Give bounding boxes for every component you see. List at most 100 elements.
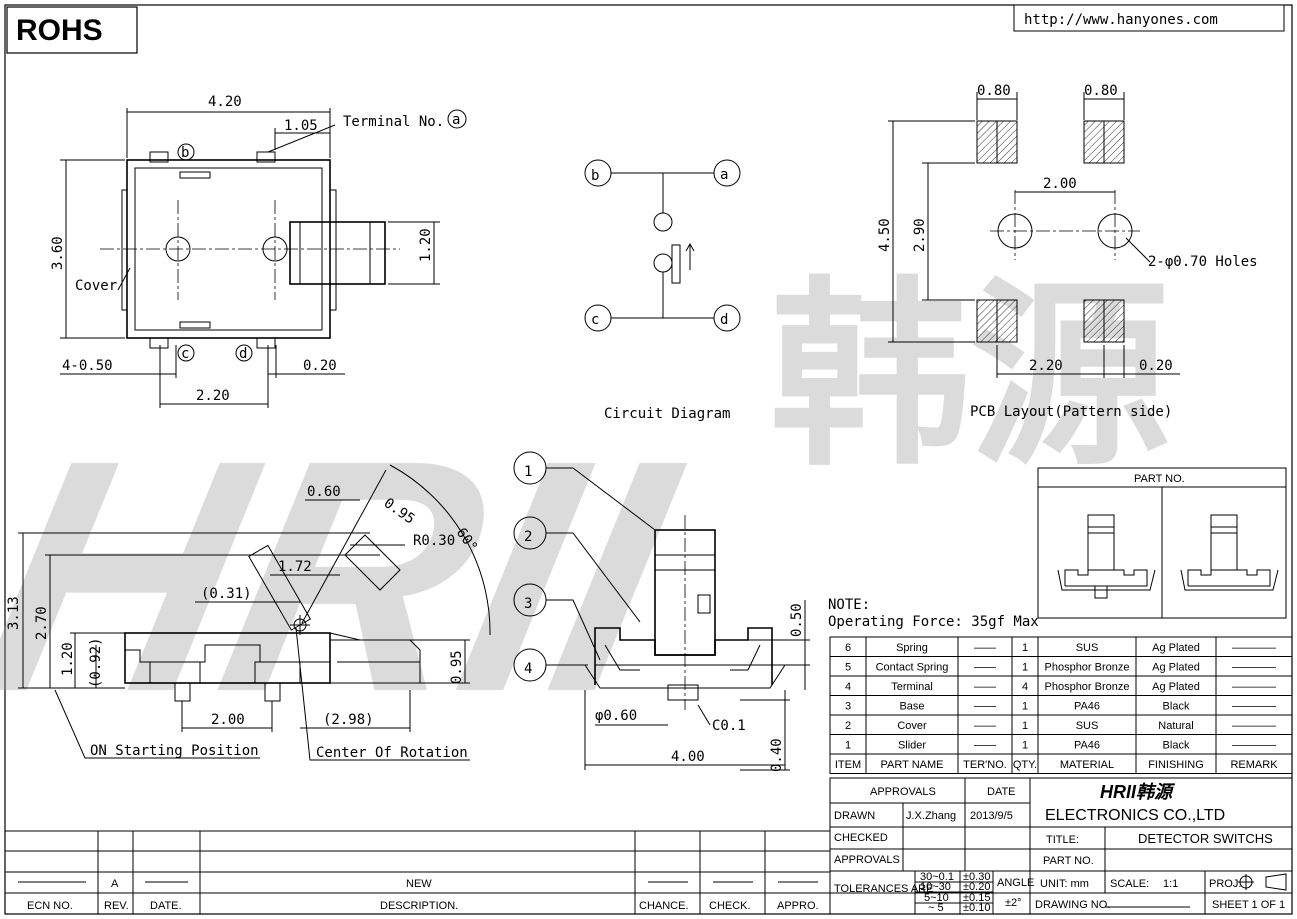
pcb-pad-gap: 2.90 bbox=[912, 218, 928, 252]
note-title: NOTE: bbox=[828, 597, 870, 613]
bom-cell-remark: ———— bbox=[1232, 720, 1276, 732]
bom-cell-finishing: Black bbox=[1163, 740, 1190, 752]
bom-cell-ter: —— bbox=[974, 681, 996, 693]
pcb-pad-width-2: 0.80 bbox=[1084, 83, 1118, 99]
bom-cell-material: SUS bbox=[1076, 642, 1099, 654]
pcb-holes-label: 2-φ0.70 Holes bbox=[1148, 254, 1258, 270]
tol-value-4: ±0.10 bbox=[963, 902, 990, 914]
bom-cell-finishing: Black bbox=[1163, 701, 1190, 713]
company-logo: HRII韩源 bbox=[1100, 782, 1176, 802]
dim-side-313: 3.13 bbox=[6, 596, 22, 630]
website-url[interactable]: http://www.hanyones.com bbox=[1024, 12, 1218, 28]
bom-header-qty: QTY. bbox=[1013, 759, 1037, 771]
circuit-pin-d: d bbox=[720, 312, 728, 328]
dim-top-width: 4.20 bbox=[208, 94, 242, 110]
tol-value-3: ±0.15 bbox=[963, 892, 990, 904]
description-header: DESCRIPTION. bbox=[380, 900, 458, 912]
rev-header: REV. bbox=[104, 900, 129, 912]
drawn-by: J.X.Zhang bbox=[906, 810, 956, 822]
revision-block: A NEW ECN NO. REV. DATE. DESCRIPTION. CH… bbox=[5, 830, 831, 914]
watermark-cjk: 韩源 bbox=[770, 260, 1170, 493]
dim-side-060: 0.60 bbox=[307, 484, 341, 500]
checked-label: CHECKED bbox=[834, 832, 888, 844]
bom-cell-item: 6 bbox=[845, 642, 851, 654]
bom-cell-material: Phosphor Bronze bbox=[1045, 662, 1130, 674]
bom-cell-qty: 1 bbox=[1022, 740, 1028, 752]
title-value: DETECTOR SWITCHS bbox=[1138, 831, 1273, 846]
url-box bbox=[1013, 4, 1285, 32]
watermark-latin: HRII bbox=[0, 391, 703, 760]
bom-cell-item: 4 bbox=[845, 681, 851, 693]
dim-side-298: (2.98) bbox=[323, 712, 374, 728]
dim-terminal-width: 4-0.50 bbox=[62, 358, 113, 374]
dim-section-040: 0.40 bbox=[769, 738, 785, 772]
bom-cell-name: Contact Spring bbox=[876, 662, 949, 674]
top-pin-d: d bbox=[239, 346, 247, 362]
tol-range-2: 10~30 bbox=[920, 881, 951, 893]
title-label: TITLE: bbox=[1046, 834, 1079, 846]
bom-cell-ter: —— bbox=[974, 662, 996, 674]
bom-cell-remark: ———— bbox=[1232, 701, 1276, 713]
rohs-label: ROHS bbox=[16, 14, 103, 47]
dim-section-050: 0.50 bbox=[789, 603, 805, 637]
rev-value: A bbox=[111, 878, 119, 890]
bom-cell-finishing: Natural bbox=[1158, 720, 1193, 732]
balloon-3: 3 bbox=[524, 596, 532, 612]
check-header: CHECK. bbox=[709, 900, 751, 912]
drawn-date: 2013/9/5 bbox=[970, 810, 1013, 822]
angle-label: ANGLE bbox=[997, 877, 1034, 889]
approvals-header: APPROVALS bbox=[870, 786, 936, 798]
pcb-edge: 0.20 bbox=[1139, 358, 1173, 374]
bom-header-ter: TER'NO. bbox=[963, 759, 1007, 771]
dim-side-120: 1.20 bbox=[60, 642, 76, 676]
section-view: 1 2 3 4 0.50 φ0.60 C0.1 4.00 0.40 bbox=[513, 451, 810, 772]
scale-label: SCALE: bbox=[1110, 878, 1149, 890]
bom-cell-name: Slider bbox=[898, 740, 926, 752]
bom-cell-finishing: Ag Plated bbox=[1152, 681, 1200, 693]
bom-cell-ter: —— bbox=[974, 701, 996, 713]
appro-header: APPRO. bbox=[777, 900, 819, 912]
bom-cell-item: 2 bbox=[845, 720, 851, 732]
dim-top-slider: 1.20 bbox=[418, 228, 434, 262]
bom-cell-ter: —— bbox=[974, 740, 996, 752]
circuit-pin-b: b bbox=[591, 168, 599, 184]
balloon-1: 1 bbox=[524, 464, 532, 480]
on-starting-position-label: ON Starting Position bbox=[90, 743, 259, 759]
dim-top-pitch: 2.20 bbox=[196, 388, 230, 404]
proj-label: PROJ. bbox=[1209, 878, 1241, 890]
part-thumbnail-right bbox=[1180, 514, 1279, 591]
balloon-4: 4 bbox=[524, 661, 532, 677]
projection-symbol-icon bbox=[1238, 873, 1287, 891]
pcb-pad-width-1: 0.80 bbox=[977, 83, 1011, 99]
side-view-body bbox=[124, 632, 331, 684]
top-pin-c: c bbox=[181, 346, 189, 362]
scale-value: 1:1 bbox=[1163, 878, 1178, 890]
terminal-no-label: Terminal No. bbox=[343, 114, 444, 130]
dim-side-092: (0.92) bbox=[88, 637, 104, 688]
bom-cell-ter: —— bbox=[974, 642, 996, 654]
dim-side-270: 2.70 bbox=[34, 606, 50, 640]
bom-cell-item: 5 bbox=[845, 662, 851, 674]
date-rev-header: DATE. bbox=[150, 900, 182, 912]
side-view: 3.13 2.70 1.20 (0.92) 0.60 0.95 R0.30 60… bbox=[6, 464, 491, 761]
bom-cell-qty: 1 bbox=[1022, 720, 1028, 732]
watermark-logo: HRII 韩源 bbox=[0, 260, 1170, 760]
bom-cell-name: Cover bbox=[897, 720, 927, 732]
pcb-total-height: 4.50 bbox=[877, 218, 893, 252]
bom-cell-remark: ———— bbox=[1232, 681, 1276, 693]
bom-cell-finishing: Ag Plated bbox=[1152, 662, 1200, 674]
circuit-pin-c: c bbox=[591, 312, 599, 328]
part-thumbnail-left bbox=[1057, 514, 1156, 599]
bom-cell-remark: ———— bbox=[1232, 740, 1276, 752]
tolerances-label: TOLERANCES ARE bbox=[834, 883, 933, 895]
bom-cell-name: Spring bbox=[896, 642, 928, 654]
bom-cell-material: SUS bbox=[1076, 720, 1099, 732]
pcb-pad-pitch: 2.20 bbox=[1029, 358, 1063, 374]
bom-cell-item: 1 bbox=[845, 740, 851, 752]
bom-header-remark: REMARK bbox=[1230, 759, 1278, 771]
dim-side-095b: 0.95 bbox=[449, 650, 465, 684]
bom-cell-material: Phosphor Bronze bbox=[1045, 681, 1130, 693]
top-view-slider bbox=[289, 221, 386, 285]
company-name: ELECTRONICS CO.,LTD bbox=[1045, 807, 1225, 824]
